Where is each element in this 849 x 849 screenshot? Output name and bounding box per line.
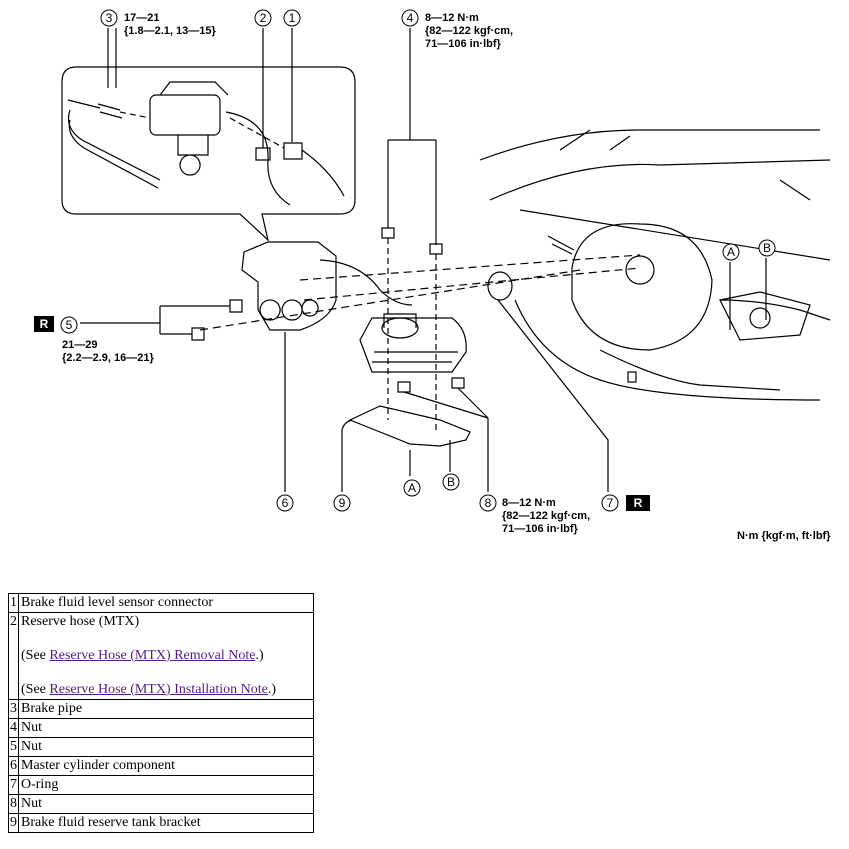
leader-5: [80, 305, 230, 335]
table-row: 6 Master cylinder component: [8, 756, 314, 776]
part-number: 9: [8, 813, 19, 833]
torque-4: 8—12 N·m {82—122 kgf·cm, 71—106 in·lbf}: [425, 12, 513, 51]
vehicle-body: [479, 129, 831, 391]
callout-1-num: 1: [289, 11, 296, 25]
nut-8a: [397, 381, 411, 393]
leader-7: [497, 299, 609, 492]
inset-reserve-hose: [225, 111, 291, 206]
reserve-hose-main: [319, 259, 413, 306]
torque-5-line1: 21—29: [62, 339, 98, 351]
inset-brake-pipe: [67, 99, 161, 189]
reserve-tank-bracket: [348, 405, 471, 447]
parts-table: 1 Brake fluid level sensor connector 2 R…: [8, 593, 314, 833]
part-name: Reserve hose (MTX): [21, 614, 140, 629]
mount-plate: [719, 291, 811, 341]
part-name: Nut: [18, 794, 314, 814]
callout-2-num: 2: [260, 11, 267, 25]
callout-5-num: 5: [66, 318, 73, 332]
table-row: 8 Nut: [8, 794, 314, 814]
part-number: 2: [8, 612, 19, 700]
callout-9-num: 9: [339, 496, 346, 510]
nut-5a: [229, 299, 243, 313]
part-name: Nut: [18, 718, 314, 738]
part-number: 4: [8, 718, 19, 738]
leader-3: [107, 28, 117, 88]
torque-3: 17—21 {1.8—2.1, 13—15}: [124, 12, 216, 38]
ref-a-bracket: A: [408, 481, 416, 495]
part-number: 6: [8, 756, 19, 776]
callout-4-num: 4: [407, 11, 414, 25]
callout-8-num: 8: [485, 496, 492, 510]
brake-booster: [571, 223, 713, 351]
ref-b-booster: B: [763, 241, 771, 255]
table-row: 9 Brake fluid reserve tank bracket: [8, 813, 314, 833]
torque-4-line2: {82—122 kgf·cm,: [425, 25, 514, 37]
torque-8-line1: 8—12 N·m: [502, 497, 556, 509]
callout-3-num: 3: [106, 11, 113, 25]
ref-a-booster: A: [727, 245, 735, 259]
part-number: 7: [8, 775, 19, 795]
nut-8b: [451, 377, 465, 389]
part-number: 3: [8, 699, 19, 719]
torque-4-line1: 8—12 N·m: [425, 12, 479, 24]
part-number: 1: [8, 593, 19, 613]
torque-5: 21—29 {2.2—2.9, 16—21}: [62, 339, 154, 365]
reservoir-tank: [359, 317, 467, 373]
nut-4a: [381, 227, 395, 239]
ref-b-bracket: B: [447, 475, 455, 489]
replace-badge-5: [34, 316, 54, 332]
callout-6-num: 6: [282, 496, 289, 510]
leader-4: [387, 28, 437, 245]
part-name: Brake fluid reserve tank bracket: [18, 813, 314, 833]
inset-sensor-connector: [283, 142, 345, 197]
torque-8: 8—12 N·m {82—122 kgf·cm, 71—106 in·lbf}: [502, 497, 590, 536]
badge-7-label: R: [634, 496, 643, 510]
table-row: 7 O-ring: [8, 775, 314, 795]
torque-3-line1: 17—21: [124, 12, 160, 24]
part-name: Nut: [18, 737, 314, 757]
master-cylinder: [241, 241, 337, 331]
inset-master-cylinder: [149, 94, 221, 136]
torque-3-line2: {1.8—2.1, 13—15}: [124, 25, 216, 37]
torque-4-line3: 71—106 in·lbf}: [425, 38, 501, 50]
part-description: Reserve hose (MTX) (See Reserve Hose (MT…: [18, 612, 314, 700]
removal-note-link[interactable]: Reserve Hose (MTX) Removal Note: [49, 648, 256, 663]
removal-note: (See Reserve Hose (MTX) Removal Note.): [21, 648, 264, 663]
part-name: Master cylinder component: [18, 756, 314, 776]
part-number: 8: [8, 794, 19, 814]
nut-5b: [191, 327, 205, 341]
badge-5-label: R: [40, 317, 49, 331]
torque-8-line2: {82—122 kgf·cm,: [502, 510, 591, 522]
table-row: 3 Brake pipe: [8, 699, 314, 719]
exploded-diagram: 3 2 1 4 5 6 9 8 7 A B A B R R: [34, 9, 831, 512]
leader-8: [403, 387, 489, 492]
part-name: O-ring: [18, 775, 314, 795]
table-row: 2 Reserve hose (MTX) (See Reserve Hose (…: [8, 612, 314, 700]
nut-4b: [429, 243, 443, 255]
replace-badge-7: [626, 495, 650, 511]
callout-7-num: 7: [607, 496, 614, 510]
installation-note-link[interactable]: Reserve Hose (MTX) Installation Note: [49, 682, 268, 697]
table-row: 5 Nut: [8, 737, 314, 757]
firewall-panel: [514, 299, 821, 401]
torque-8-line3: 71—106 in·lbf}: [502, 523, 578, 535]
torque-5-line2: {2.2—2.9, 16—21}: [62, 352, 154, 364]
inset-pipe-fittings: [97, 103, 123, 119]
o-ring: [487, 271, 513, 301]
table-row: 4 Nut: [8, 718, 314, 738]
detail-inset-frame: [61, 66, 356, 242]
part-name: Brake fluid level sensor connector: [18, 593, 314, 613]
table-row: 1 Brake fluid level sensor connector: [8, 593, 314, 613]
part-number: 5: [8, 737, 19, 757]
part-name: Brake pipe: [18, 699, 314, 719]
installation-note: (See Reserve Hose (MTX) Installation Not…: [21, 682, 277, 697]
units-label: N·m {kgf·m, ft·lbf}: [737, 530, 831, 542]
